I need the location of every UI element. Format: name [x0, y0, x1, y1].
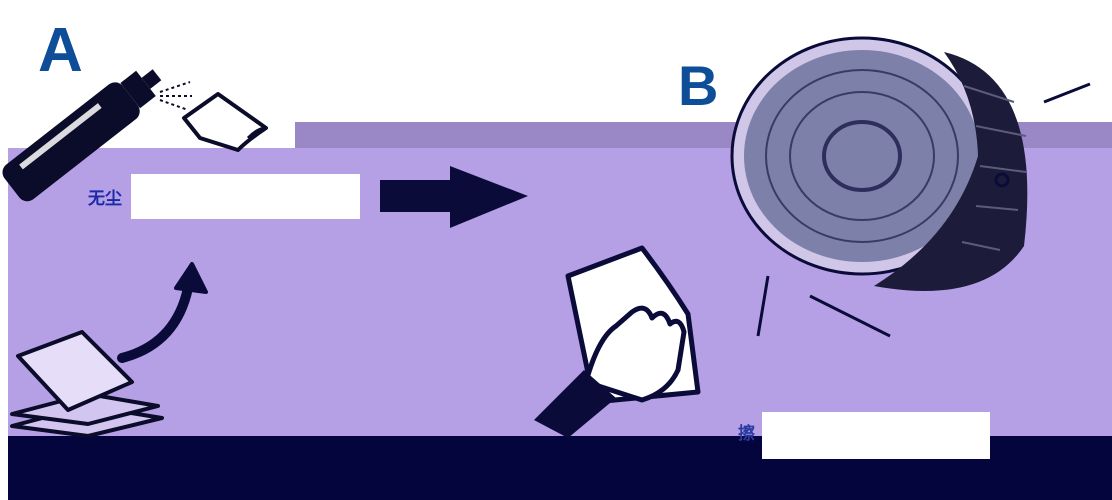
- right-arrow-icon: [380, 166, 528, 228]
- panel-b-label: 擦: [738, 424, 755, 443]
- panel-a-label: 无尘: [88, 189, 122, 208]
- spray-can-icon: [2, 69, 192, 202]
- hand-wiping-icon: [534, 245, 701, 438]
- paper-stack-icon: [10, 330, 164, 438]
- panel-b-letter: B: [678, 54, 719, 117]
- lens-filter-icon: [730, 36, 1091, 338]
- curved-arrow-icon: [117, 262, 208, 363]
- redaction-box-1: [131, 174, 360, 219]
- redaction-box-2: [762, 412, 990, 459]
- panel-a-letter: A: [38, 16, 83, 85]
- paper-sheet-icon: [182, 92, 268, 152]
